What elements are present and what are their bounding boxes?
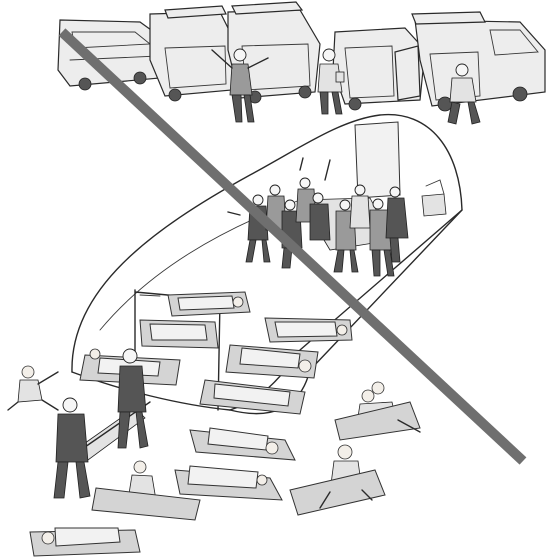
patients-in-tent: [79, 291, 353, 415]
patient-blanket-foreground: [174, 465, 283, 501]
responder-seated: [447, 63, 481, 125]
sitting-patient-right: [289, 444, 386, 516]
bearer-front: [117, 348, 149, 449]
vehicle-2: [149, 5, 239, 102]
no-symbol-slash-icon: [58, 28, 527, 465]
team-member: [309, 192, 331, 241]
patient-on-tarp: [199, 379, 306, 415]
patient-on-tarp: [264, 317, 353, 343]
patient-on-tarp: [139, 319, 219, 349]
patient-blanket-foreground: [189, 427, 296, 461]
kneeling-caregiver: [91, 460, 201, 521]
vehicle-4: [332, 27, 426, 111]
team-member: [385, 186, 409, 263]
patient-on-tarp: [225, 344, 319, 379]
vehicle-3: [227, 1, 321, 104]
bearer-rear: [53, 397, 91, 499]
emergency-vehicles: [57, 1, 546, 112]
patient-on-tarp: [167, 291, 251, 317]
medical-team-cluster: [227, 157, 409, 277]
stretcher-team: [53, 348, 151, 499]
responder-clipboard: [317, 48, 345, 115]
team-member: [349, 184, 371, 229]
seated-casualty-left: [7, 365, 59, 411]
patient-lower-left: [29, 527, 141, 557]
responder-waving: [211, 48, 269, 123]
caregiver-pair-right: [334, 381, 421, 441]
vehicle-5: [411, 11, 546, 112]
team-member: [333, 199, 359, 273]
